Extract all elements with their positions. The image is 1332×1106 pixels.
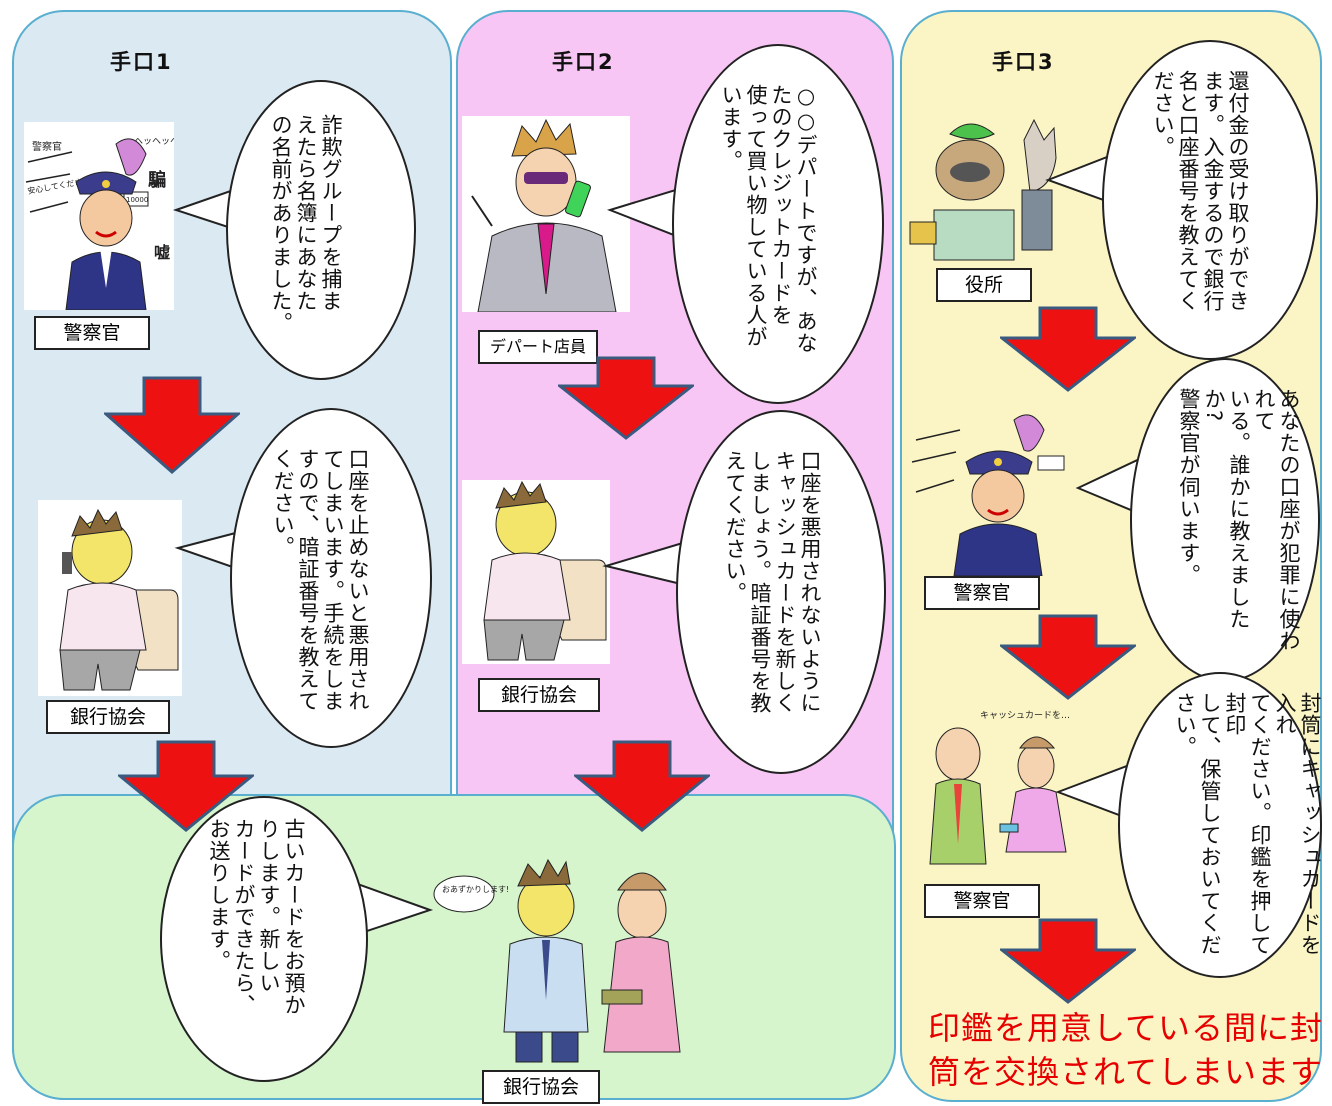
label-bank-3: 銀行協会 [482,1070,600,1104]
speech-bubble-c1-1 [226,80,416,380]
down-arrow-icon [558,356,694,440]
bottom-panel [12,794,896,1100]
warning-text: 印鑑を用意している間に封 筒を交換されてしまいます [928,1009,1324,1091]
label-bank-2: 銀行協会 [478,678,600,712]
label-bank-1: 銀行協会 [46,700,170,734]
police-officer-illustration [910,400,1086,577]
police-kanji-1: 騙 [148,169,166,191]
police-caption-1: 警察官 [32,140,62,153]
bank-greeting-text: おあずかりします! [442,884,509,894]
police-money: 10000 [126,196,148,204]
column-2-header: 手口2 [552,50,615,74]
speech-bubble-c2-1 [672,44,884,404]
speech-bubble-c3-3 [1118,672,1322,978]
police-and-elderly-woman-illustration: キャッシュカードを… [916,704,1076,884]
speech-bubble-c3-1 [1102,40,1318,360]
speech-bubble-bottom [160,796,368,1082]
bubble-text-c2-1: ○○デパートですが、あな たのクレジットカードを 使って買い物している人が いま… [719,84,818,354]
bubble-text-bottom: 古いカードをお預か りします。新しい カードができたら、 お送りします。 [207,818,306,1016]
police-officer-illustration: 警察官 安心してください ヘッヘッヘ〜 騙 嘘 10000 [24,122,188,311]
down-arrow-icon [1000,306,1136,392]
bubble-text-c3-1: 還付金の受け取りができ ます。入金するので銀行 名と口座番号を教えてく ださい。 [1151,70,1250,312]
label-police-3: 警察官 [924,884,1040,918]
speech-bubble-c1-2 [230,408,432,748]
bank-association-illustration [38,500,182,696]
column-1-header: 手口1 [110,50,173,74]
column-3-header: 手口3 [992,50,1055,74]
government-office-illustration [904,110,1068,266]
down-arrow-icon [118,740,254,832]
bank-clerk-and-woman-illustration: おあずかりします! [430,840,700,1070]
cash-card-caption: キャッシュカードを… [980,710,1070,721]
down-arrow-icon [574,740,710,832]
police-laugh-text: ヘッヘッヘ〜 [134,137,174,147]
bubble-text-c3-3: 封筒にキャッシュカードを入れ てください。印鑑を押して封印 して、保管しておいて… [1173,692,1322,956]
bubble-text-c3-2: あなたの口座が犯罪に使われて いる。誰かに教えましたか? 警察官が伺います。 [1177,388,1301,652]
bubble-text-c1-1: 詐欺グループを捕ま えたら名簿にあなた の名前がありました。 [269,114,343,334]
label-police-2: 警察官 [924,576,1040,610]
speech-bubble-c2-2 [676,410,886,774]
down-arrow-icon [104,376,240,474]
police-kanji-2: 嘘 [154,243,170,262]
down-arrow-icon [1000,918,1136,1004]
department-store-clerk-illustration [462,116,630,313]
label-dept-clerk: デパート店員 [478,330,598,364]
bank-association-illustration [462,480,610,664]
down-arrow-icon [1000,614,1136,700]
label-government-office: 役所 [936,268,1032,302]
label-police-1: 警察官 [34,316,150,350]
bubble-text-c2-2: 口座を悪用されないように キャッシュカードを新しく しましょう。暗証番号を教 え… [723,450,822,714]
speech-bubble-c3-2 [1130,358,1320,682]
bubble-text-c1-2: 口座を止めないと悪用され てしまいます。手続をしま すので、暗証番号を教えて く… [271,448,370,712]
